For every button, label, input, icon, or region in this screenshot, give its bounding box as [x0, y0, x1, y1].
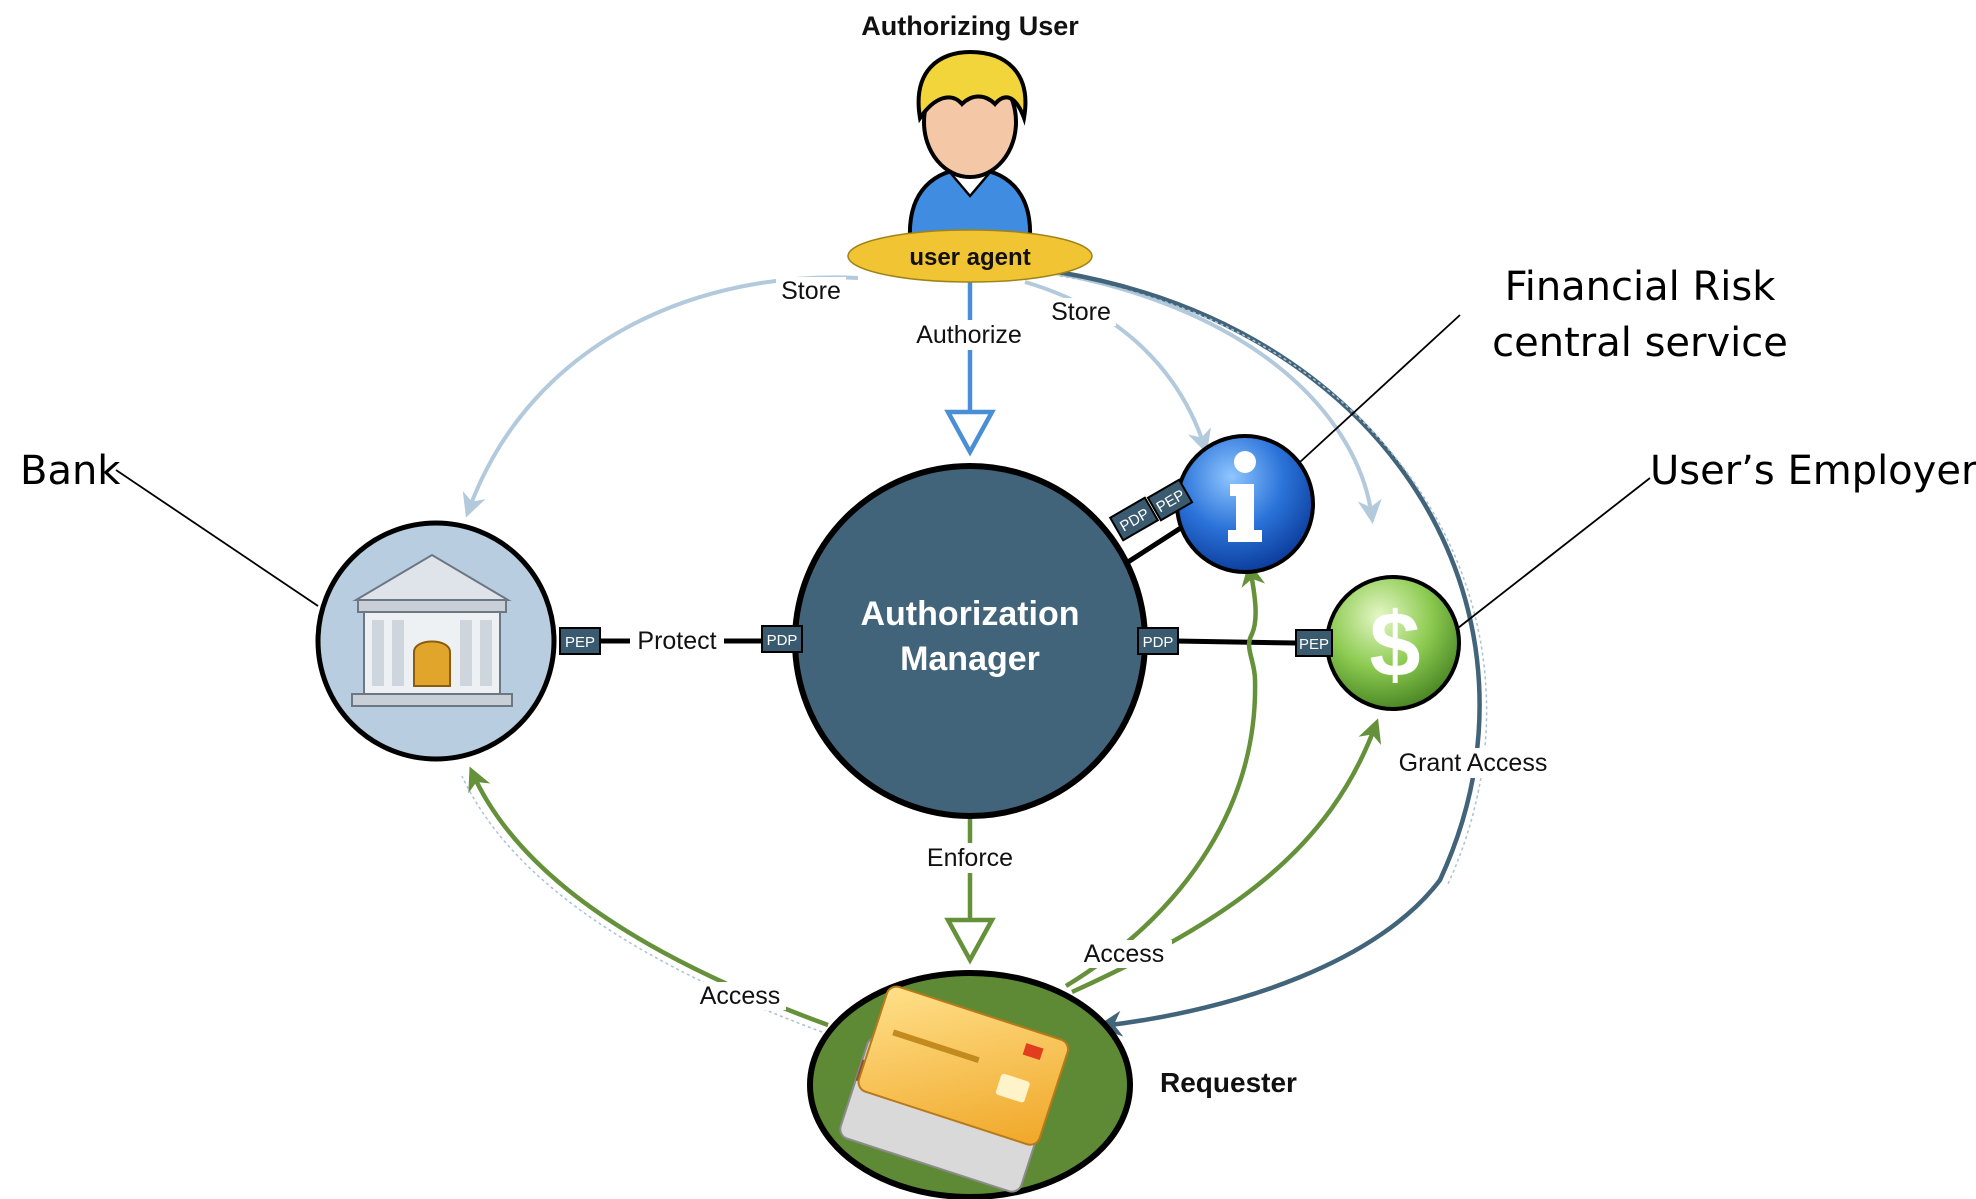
info-icon — [1228, 451, 1262, 542]
store-arrow-to-financial-risk — [1024, 280, 1211, 454]
pep-tag-financial-risk: PEP — [1146, 478, 1194, 522]
protect-label: Protect — [637, 627, 716, 655]
employer-node: $ — [1325, 575, 1461, 711]
authorization-manager-node: Authorization Manager — [792, 463, 1148, 819]
dollar-icon: $ — [1369, 594, 1420, 696]
store-arrow-to-bank — [462, 275, 859, 518]
pep-tag-employer: PEP — [1295, 629, 1333, 657]
financial-risk-callout-line1: Financial Risk — [1505, 264, 1777, 310]
bank-callout: Bank — [20, 448, 121, 494]
pdp-tag-employer-link: PDP — [1137, 627, 1179, 655]
requester-node: Requester — [807, 970, 1297, 1199]
grant-access-label: Grant Access — [1399, 749, 1548, 777]
svg-text:PEP: PEP — [565, 634, 595, 651]
authorization-manager-label-line2: Manager — [900, 640, 1040, 678]
access-label-bank: Access — [700, 982, 781, 1010]
dotted-outline-left — [461, 775, 823, 1033]
bank-node — [315, 520, 557, 762]
authorizing-user-node: Authorizing User user agent — [847, 11, 1093, 283]
enforce-label: Enforce — [927, 844, 1013, 872]
authorize-label: Authorize — [916, 321, 1022, 349]
authorize-arrowhead — [944, 409, 996, 457]
credit-card-icon — [839, 985, 1070, 1193]
enforce-arrowhead — [944, 917, 996, 965]
authorization-manager-label-line1: Authorization — [860, 595, 1079, 633]
authorizing-user-title: Authorizing User — [861, 11, 1079, 41]
requester-label: Requester — [1160, 1067, 1297, 1098]
svg-text:PDP: PDP — [767, 632, 798, 649]
employer-callout-line — [1457, 477, 1651, 629]
user-person-icon — [907, 49, 1033, 240]
store-label-bank: Store — [781, 277, 841, 305]
access-label-services: Access — [1084, 940, 1165, 968]
svg-text:PEP: PEP — [1299, 636, 1329, 653]
employer-callout: User’s Employer — [1650, 448, 1976, 494]
financial-risk-callout-line2: central service — [1492, 320, 1788, 366]
user-agent-badge — [847, 229, 1093, 283]
employer-connector — [1175, 638, 1297, 646]
financial-risk-callout-line — [1299, 314, 1461, 463]
bank-callout-line — [115, 469, 319, 607]
financial-risk-node — [1175, 434, 1315, 574]
access-arrow-to-financial-risk — [1064, 562, 1266, 988]
svg-text:PDP: PDP — [1143, 634, 1174, 651]
user-agent-label: user agent — [909, 244, 1030, 271]
pep-tag-bank: PEP — [559, 627, 601, 655]
store-arrow-to-employer — [1049, 270, 1382, 524]
bank-building-icon — [351, 553, 513, 707]
pdp-tag-bank-link: PDP — [761, 625, 803, 653]
store-label-financial-risk: Store — [1051, 298, 1111, 326]
